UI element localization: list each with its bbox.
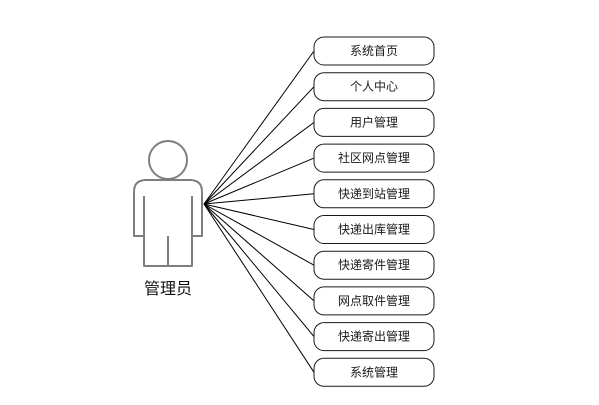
use-case: 快递到站管理 — [313, 179, 435, 209]
use-case: 快递寄出管理 — [313, 322, 435, 352]
use-case-box — [313, 143, 435, 173]
association-line — [203, 50, 315, 205]
use-case-label: 用户管理 — [350, 114, 398, 129]
use-case-box — [313, 357, 435, 387]
use-case-list: 系统首页个人中心用户管理社区网点管理快递到站管理快递出库管理快递寄件管理网点取件… — [313, 36, 435, 387]
use-case-label: 快递寄件管理 — [338, 257, 410, 272]
association-line — [203, 157, 315, 205]
use-case-box — [313, 179, 435, 209]
association-line — [203, 203, 315, 373]
use-case-box — [313, 36, 435, 66]
use-case-box — [313, 286, 435, 316]
use-case-box — [313, 107, 435, 137]
use-case-label: 网点取件管理 — [338, 293, 410, 308]
association-line — [203, 203, 315, 302]
use-case-label: 快递寄出管理 — [338, 329, 410, 344]
use-case-label: 系统首页 — [350, 44, 398, 58]
actor-head — [148, 140, 188, 180]
use-case: 社区网点管理 — [313, 143, 435, 173]
association-line — [203, 193, 315, 205]
actor-label: 管理员 — [144, 279, 192, 298]
association-lines — [203, 50, 315, 373]
use-case: 系统管理 — [313, 357, 435, 387]
use-case: 快递出库管理 — [313, 215, 435, 244]
actor: 管理员 — [133, 140, 203, 298]
association-line — [203, 86, 315, 205]
use-case-label: 个人中心 — [350, 79, 398, 94]
use-case: 用户管理 — [313, 107, 435, 137]
use-case-box — [313, 72, 435, 102]
association-line — [203, 203, 315, 337]
use-case: 系统首页 — [313, 36, 435, 66]
use-case-box — [313, 250, 435, 280]
association-line — [203, 121, 315, 205]
association-line — [203, 203, 315, 266]
association-line — [203, 203, 315, 230]
use-case-label: 快递出库管理 — [338, 222, 410, 237]
use-case-label: 系统管理 — [350, 364, 398, 379]
use-case-label: 社区网点管理 — [338, 150, 410, 165]
use-case-label: 快递到站管理 — [338, 186, 410, 201]
use-case: 个人中心 — [313, 72, 435, 102]
person-icon — [133, 140, 203, 267]
actor-body — [133, 179, 203, 267]
use-case: 快递寄件管理 — [313, 250, 435, 280]
use-case-box — [313, 215, 435, 244]
use-case: 网点取件管理 — [313, 286, 435, 316]
use-case-box — [313, 322, 435, 352]
